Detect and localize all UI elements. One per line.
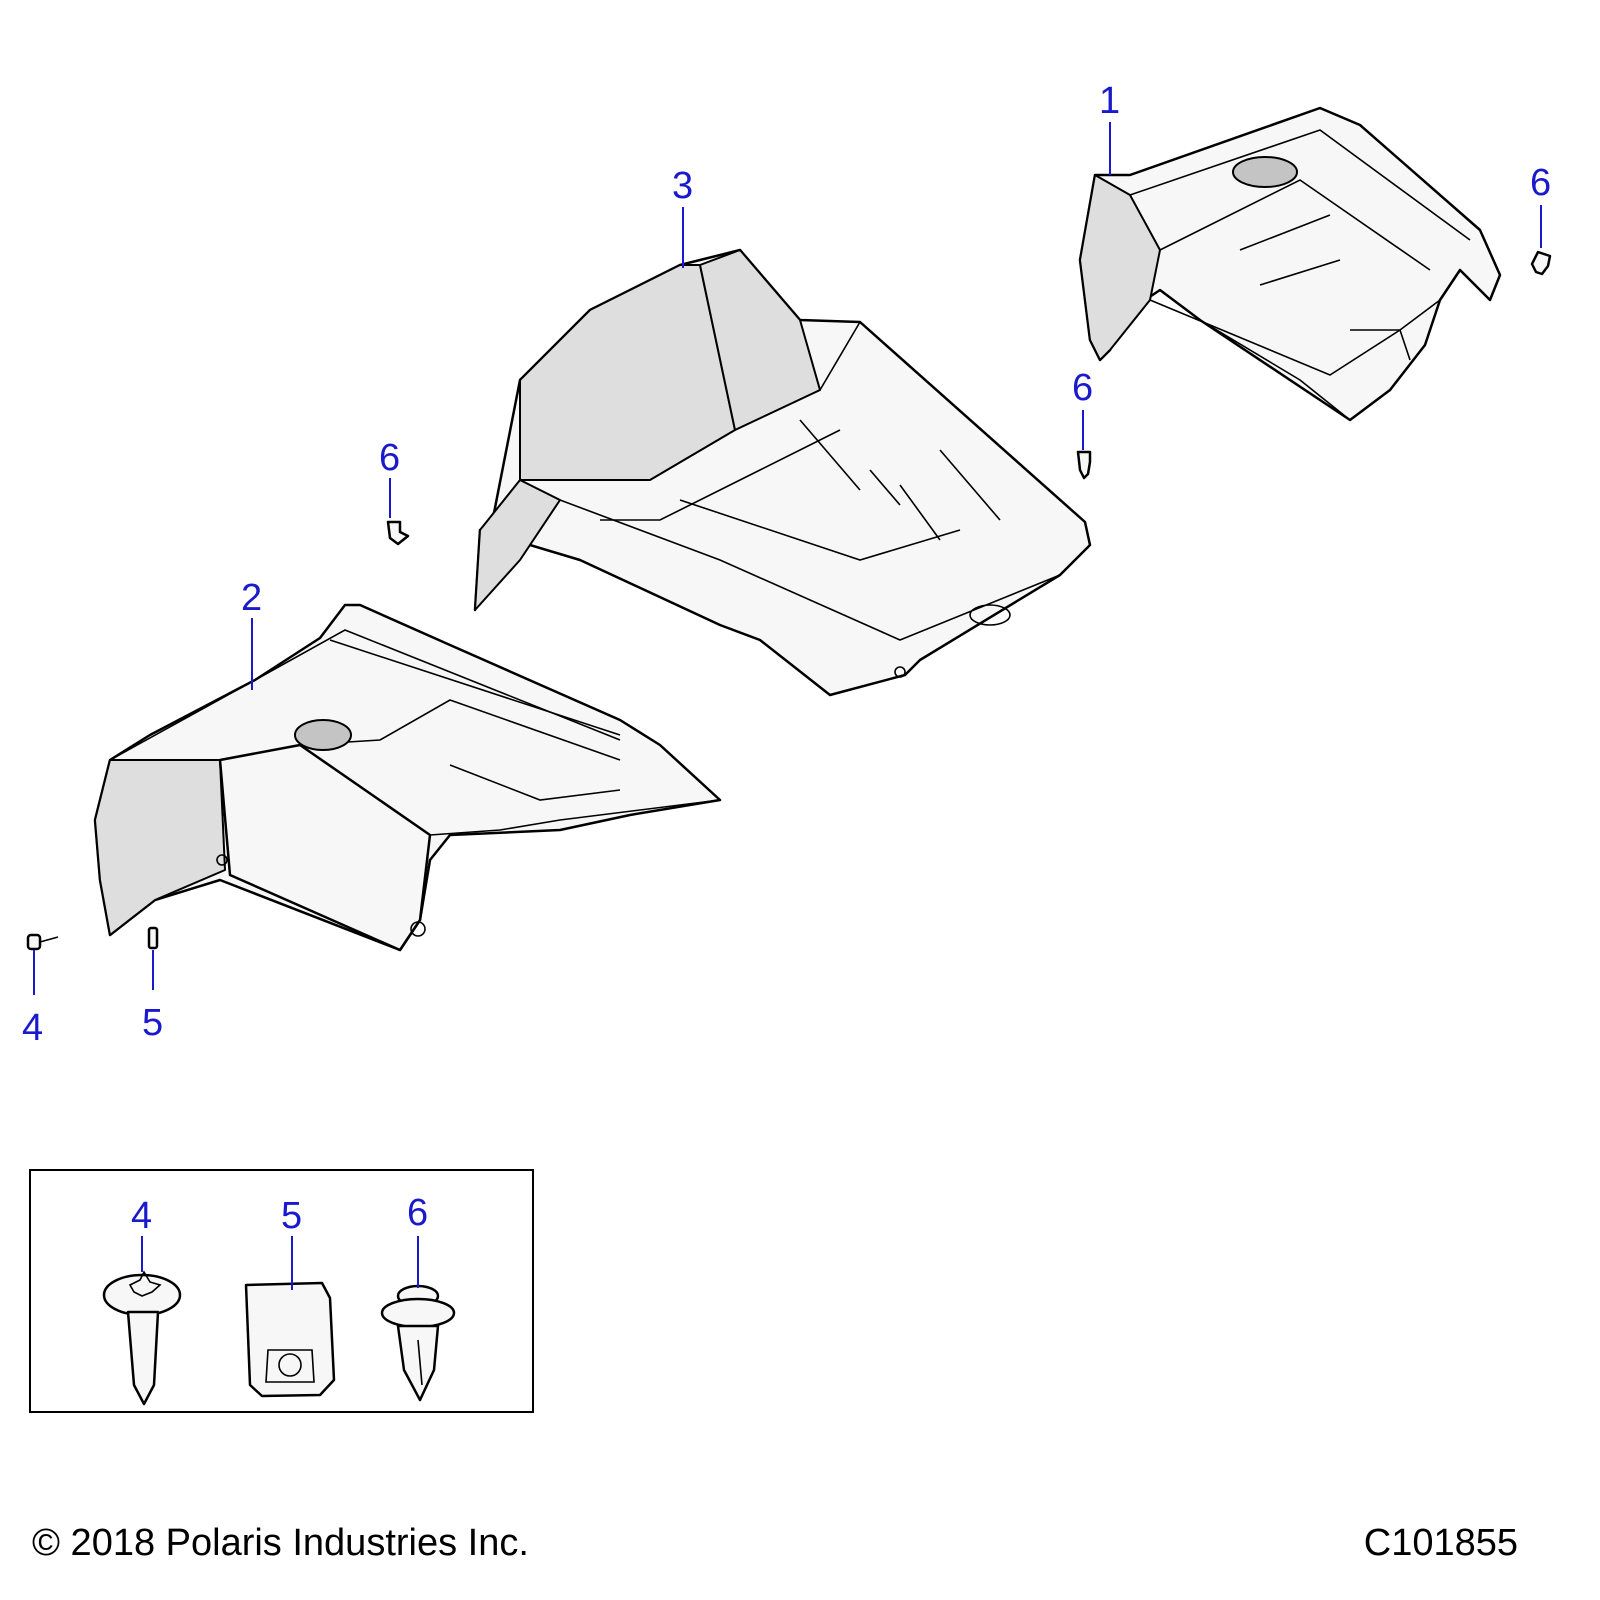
part-1-right-fender[interactable] [1078, 106, 1502, 422]
callout-fastener-6-left: 6 [379, 437, 400, 479]
legend-label-6: 6 [407, 1192, 428, 1234]
drawing-id: C101855 [1363, 1522, 1518, 1564]
callout-fastener-4: 4 [22, 1007, 43, 1049]
callout-part-1: 1 [1099, 80, 1120, 122]
callout-fastener-6-right: 6 [1530, 162, 1551, 204]
screw-icon [102, 1270, 182, 1406]
part-2-left-fender[interactable] [93, 603, 722, 952]
copyright-text: © 2018 Polaris Industries Inc. [32, 1522, 529, 1564]
push-rivet-icon [380, 1284, 456, 1402]
fastener-6-on-part-3[interactable] [1076, 450, 1092, 480]
fastener-6-on-part-1[interactable] [1530, 250, 1552, 276]
fastener-5-in-assembly[interactable] [147, 926, 159, 950]
callout-fastener-5: 5 [142, 1002, 163, 1044]
fastener-6-on-part-2[interactable] [386, 520, 410, 546]
callout-part-3: 3 [672, 165, 693, 207]
fastener-4-in-assembly[interactable] [26, 933, 59, 951]
callout-part-2: 2 [241, 577, 262, 619]
callout-fastener-6-middle: 6 [1072, 367, 1093, 409]
legend-label-5: 5 [281, 1195, 302, 1237]
legend-label-4: 4 [131, 1195, 152, 1237]
fastener-legend-box: 4 5 6 [29, 1169, 534, 1413]
speed-nut-icon [244, 1281, 336, 1398]
part-3-floor-panel[interactable] [473, 248, 1092, 697]
